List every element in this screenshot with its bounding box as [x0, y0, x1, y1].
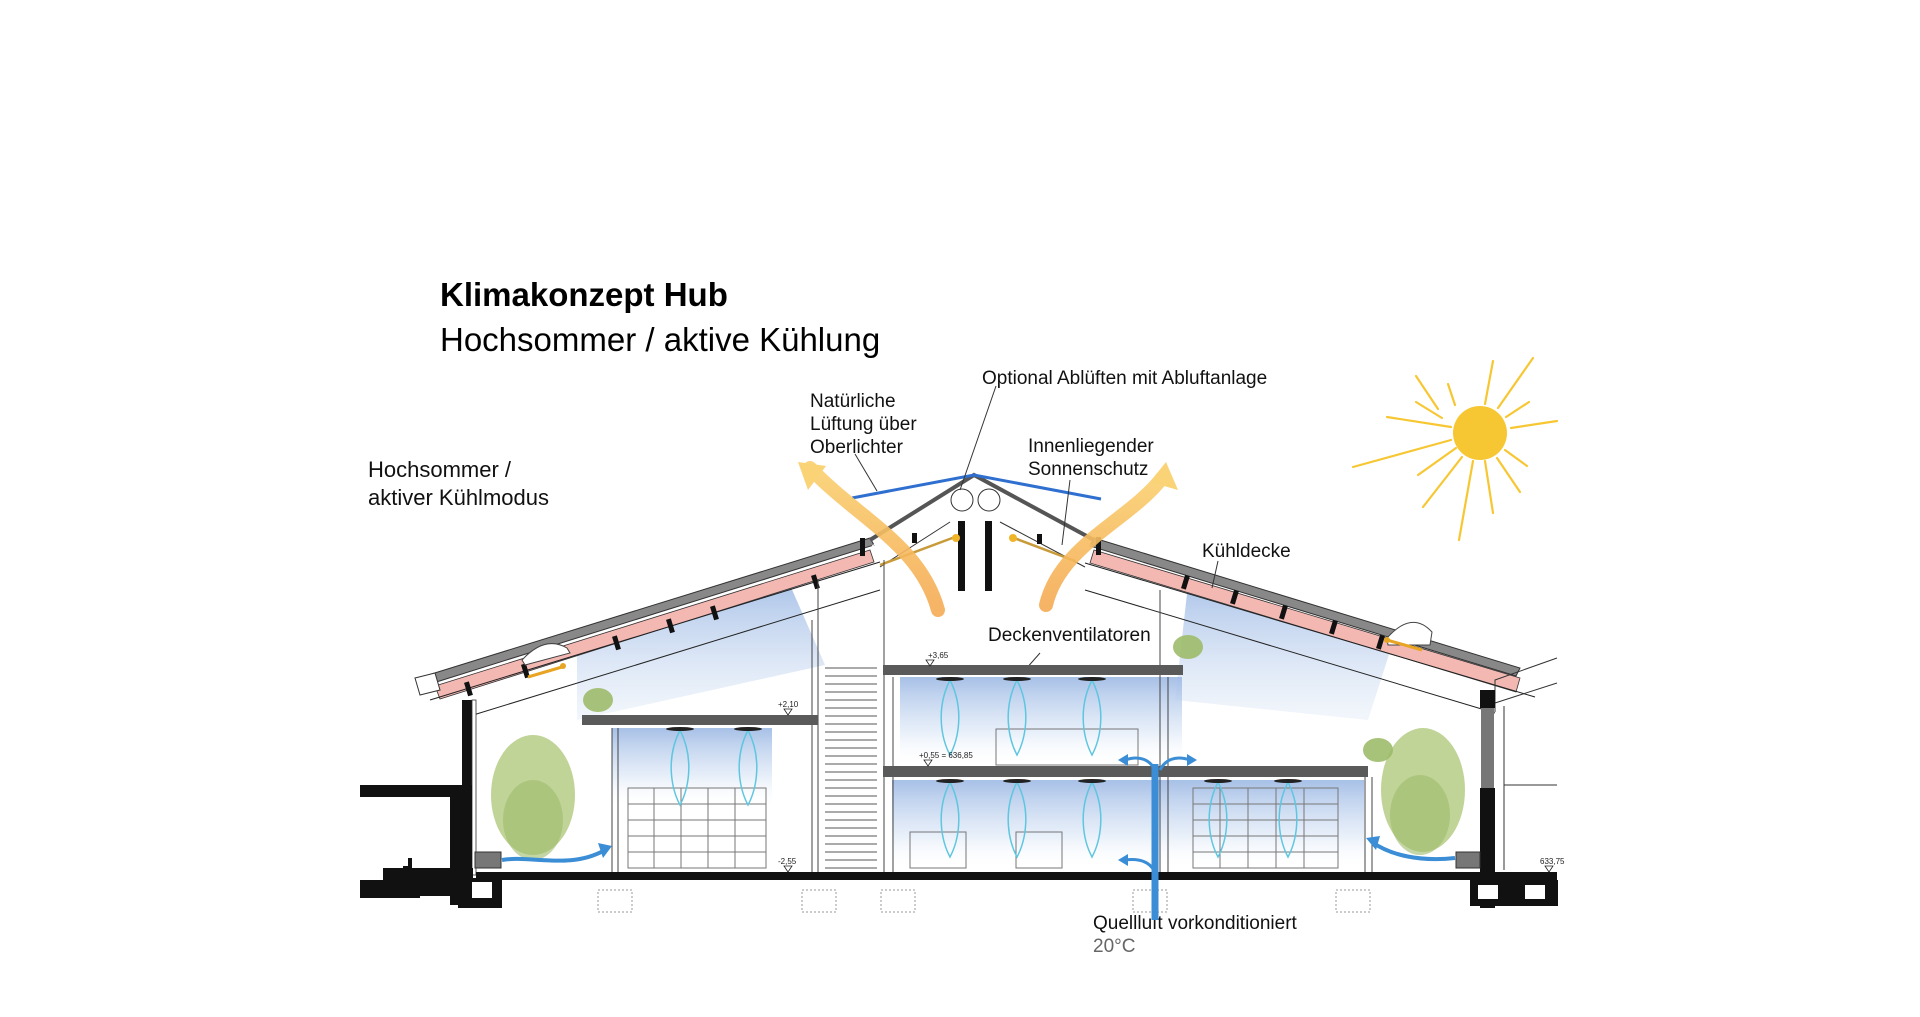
diagram-title: Klimakonzept Hub	[440, 276, 728, 313]
sunshade-label-1: Innenliegender	[1028, 436, 1154, 457]
gallery-slab	[582, 715, 818, 725]
elevation-gallery: +2,10	[778, 700, 799, 709]
warm-air-arrow-right	[1039, 471, 1169, 612]
plants	[491, 635, 1465, 860]
shelving	[627, 728, 1339, 869]
elevation-lower: -2,55	[778, 857, 797, 866]
sunshade-label-2: Sonnenschutz	[1028, 459, 1149, 480]
leader-lines	[854, 385, 1219, 671]
mode-label-line2: aktiver Kühlmodus	[368, 485, 549, 510]
roof-outline-line	[851, 473, 1102, 501]
sun-icon	[1351, 356, 1559, 542]
natural-ventilation-label-3: Oberlichter	[810, 437, 903, 458]
exhaust-label: Optional Ablüften mit Abluftanlage	[982, 368, 1268, 389]
middle-slab	[883, 766, 1368, 777]
roof-right	[1084, 537, 1558, 714]
elevation-middle: +0,55 = 636,85	[919, 751, 973, 760]
supply-temp-label: 20°C	[1093, 936, 1136, 957]
diagram-subtitle: Hochsommer / aktive Kühlung	[440, 321, 881, 358]
cooling-zone-left	[577, 585, 825, 720]
supply-air-label: Quellluft vorkonditioniert	[1093, 913, 1297, 934]
structure	[360, 560, 1558, 913]
air-inlet-right	[1455, 851, 1481, 869]
ceiling-fans	[670, 679, 1298, 859]
cooling-zone-upper-room	[900, 677, 1182, 767]
staircase	[825, 667, 877, 869]
cooling-ceiling-label: Kühldecke	[1202, 541, 1291, 562]
cool-air-arrows	[501, 756, 1456, 920]
mode-label-line1: Hochsommer /	[368, 457, 512, 482]
upper-slab	[883, 665, 1183, 675]
ceiling-fans-label: Deckenventilatoren	[988, 625, 1151, 646]
natural-ventilation-label-2: Lüftung über	[810, 414, 917, 435]
natural-ventilation-label-1: Natürliche	[810, 391, 896, 412]
elevation-markers	[783, 659, 1554, 873]
warm-air-arrowhead-left	[798, 462, 826, 490]
roof-left	[414, 537, 881, 717]
cooling-zone-gallery	[612, 728, 772, 808]
fan-units	[666, 677, 1302, 783]
warm-air-arrow-left	[803, 461, 945, 617]
cool-air-arrowheads	[598, 754, 1380, 866]
air-inlet-left	[474, 851, 502, 869]
elevation-upper: +3,65	[928, 651, 949, 660]
elevation-outside: 633,75	[1540, 857, 1565, 866]
cooling-zone-right	[1175, 585, 1393, 720]
warm-air-arrowhead-right	[1150, 462, 1178, 490]
